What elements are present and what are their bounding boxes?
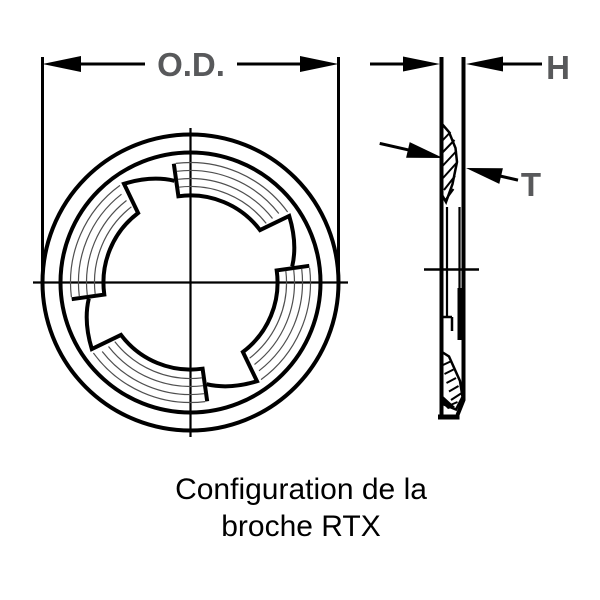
bottom-section-hatch xyxy=(442,360,462,408)
h-arrowhead-right xyxy=(466,56,503,72)
caption: Configuration de la broche RTX xyxy=(175,473,427,543)
taper-arcs-top xyxy=(175,161,289,224)
od-arrowhead-left xyxy=(42,56,81,72)
h-label: H xyxy=(546,49,570,86)
taper-arcs-left xyxy=(69,184,132,298)
caption-line-2: broche RTX xyxy=(221,510,381,543)
t-arrowhead-right xyxy=(466,168,503,184)
side-view xyxy=(424,57,479,420)
bottom-section-foot xyxy=(443,396,455,409)
side-right-edge xyxy=(455,57,466,416)
od-dimension: O.D. xyxy=(41,46,340,283)
h-arrowhead-left xyxy=(403,56,440,72)
t-dimension: T xyxy=(379,141,541,203)
prong-outline-top xyxy=(171,163,297,267)
inner-circle xyxy=(58,150,323,415)
t-arrowhead-left xyxy=(406,142,443,158)
taper-arcs-right xyxy=(249,267,312,381)
prong-outline-bottom xyxy=(84,298,210,402)
taper-arcs-bottom xyxy=(92,341,206,404)
front-view xyxy=(33,128,348,437)
prong-outline-right xyxy=(206,263,310,389)
h-dimension: H xyxy=(370,49,570,86)
top-section-hatch xyxy=(441,131,458,201)
t-dim-line-left xyxy=(379,141,410,152)
t-dim-line-right xyxy=(499,174,519,182)
od-label: O.D. xyxy=(157,46,225,83)
od-arrowhead-right xyxy=(300,56,339,72)
prong-outline-left xyxy=(71,176,175,302)
top-section-outline xyxy=(440,120,459,205)
caption-line-1: Configuration de la xyxy=(175,473,427,506)
t-label: T xyxy=(521,166,541,203)
